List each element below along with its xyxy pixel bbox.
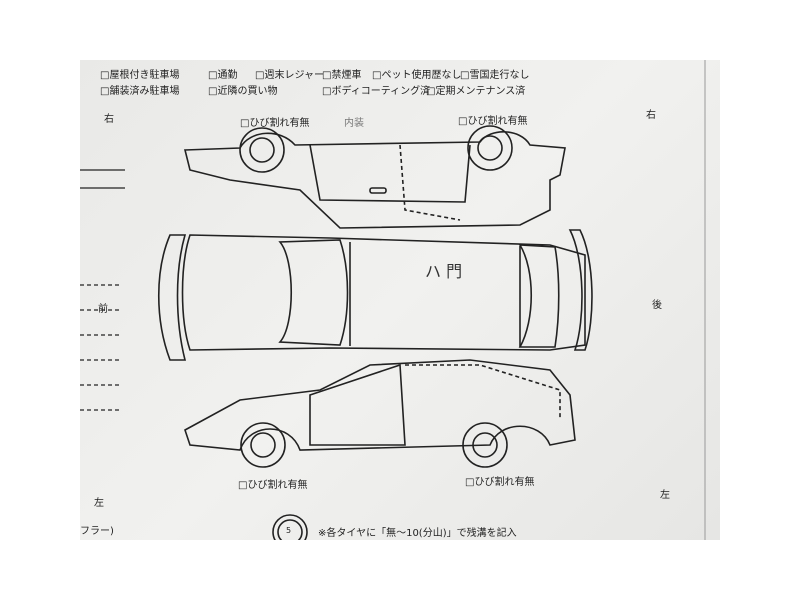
tire-circle xyxy=(272,514,308,540)
car-diagram xyxy=(80,60,706,540)
car-left-side-view xyxy=(184,359,576,468)
handwritten-note: ハ 門 xyxy=(425,262,463,281)
car-right-side-view xyxy=(183,125,566,229)
label-right-right: 右 xyxy=(646,110,656,121)
muffler-fragment: フラー) xyxy=(80,526,114,537)
usage-nonsmoking: □禁煙車 xyxy=(322,70,362,81)
usage-weekend: □週末レジャー xyxy=(255,70,324,81)
crack-label-top-front: □ひび割れ有無 xyxy=(240,118,310,129)
crack-label-bottom-front: □ひび割れ有無 xyxy=(238,480,308,491)
interior-label: 内装 xyxy=(344,118,364,129)
usage-commute: □通勤 xyxy=(208,70,238,81)
crack-label-bottom-rear: □ひび割れ有無 xyxy=(465,477,535,488)
label-rear: 後 xyxy=(652,300,662,311)
usage-no-snow: □雪国走行なし xyxy=(460,70,530,81)
label-left-left: 左 xyxy=(94,498,104,509)
label-right-left: 右 xyxy=(104,114,114,125)
tire-note: ※各タイヤに「無～10(分山)」で残溝を記入 xyxy=(318,528,517,539)
inspection-sheet: □屋根付き駐車場 □舗装済み駐車場 □通勤 □週末レジャー □禁煙車 □ペット使… xyxy=(80,60,720,540)
label-left-right: 左 xyxy=(660,490,670,501)
parking-roofed: □屋根付き駐車場 xyxy=(100,70,180,81)
label-front: 前 xyxy=(98,304,108,315)
usage-shopping: □近隣の買い物 xyxy=(208,86,278,97)
parking-paved: □舗装済み駐車場 xyxy=(100,86,180,97)
usage-maintenance: □定期メンテナンス済 xyxy=(426,86,526,97)
car-top-view xyxy=(157,229,593,361)
usage-coating: □ボディコーティング済 xyxy=(322,86,431,97)
tire-value: 5 xyxy=(286,526,292,535)
crack-label-top-rear: □ひび割れ有無 xyxy=(458,116,528,127)
usage-no-pets: □ペット使用歴なし xyxy=(372,70,462,81)
